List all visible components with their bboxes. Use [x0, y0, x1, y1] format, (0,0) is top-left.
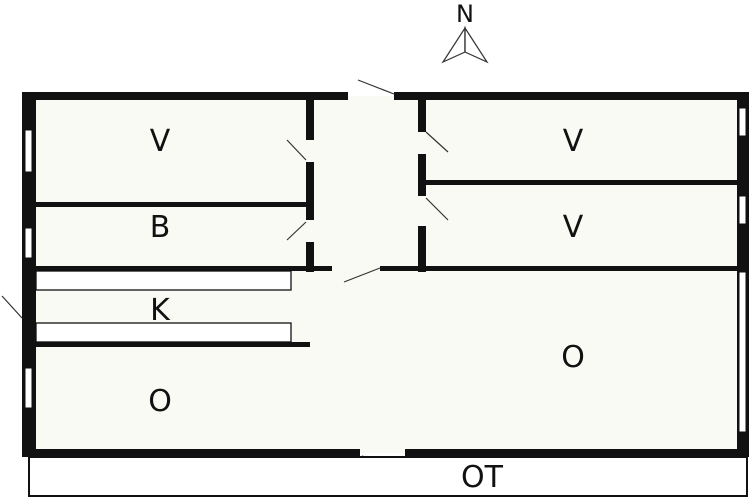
room-label-bedroom-nw: V: [150, 124, 171, 159]
room-label-terrace: OT: [461, 460, 504, 495]
room-label-kitchen: K: [150, 293, 171, 328]
kitchen-counters: [35, 270, 292, 343]
room-label-bedroom-e: V: [563, 210, 584, 245]
north-arrow-icon: [441, 25, 489, 64]
room-label-bathroom: B: [150, 210, 171, 245]
compass-letter: N: [456, 0, 474, 28]
room-label-bedroom-ne: V: [563, 124, 584, 159]
interior-walls: [36, 96, 739, 347]
terrace-area: [28, 456, 748, 497]
room-label-living-sw: O: [148, 384, 172, 419]
room-label-living-e: O: [561, 340, 585, 375]
windows: [24, 107, 747, 433]
